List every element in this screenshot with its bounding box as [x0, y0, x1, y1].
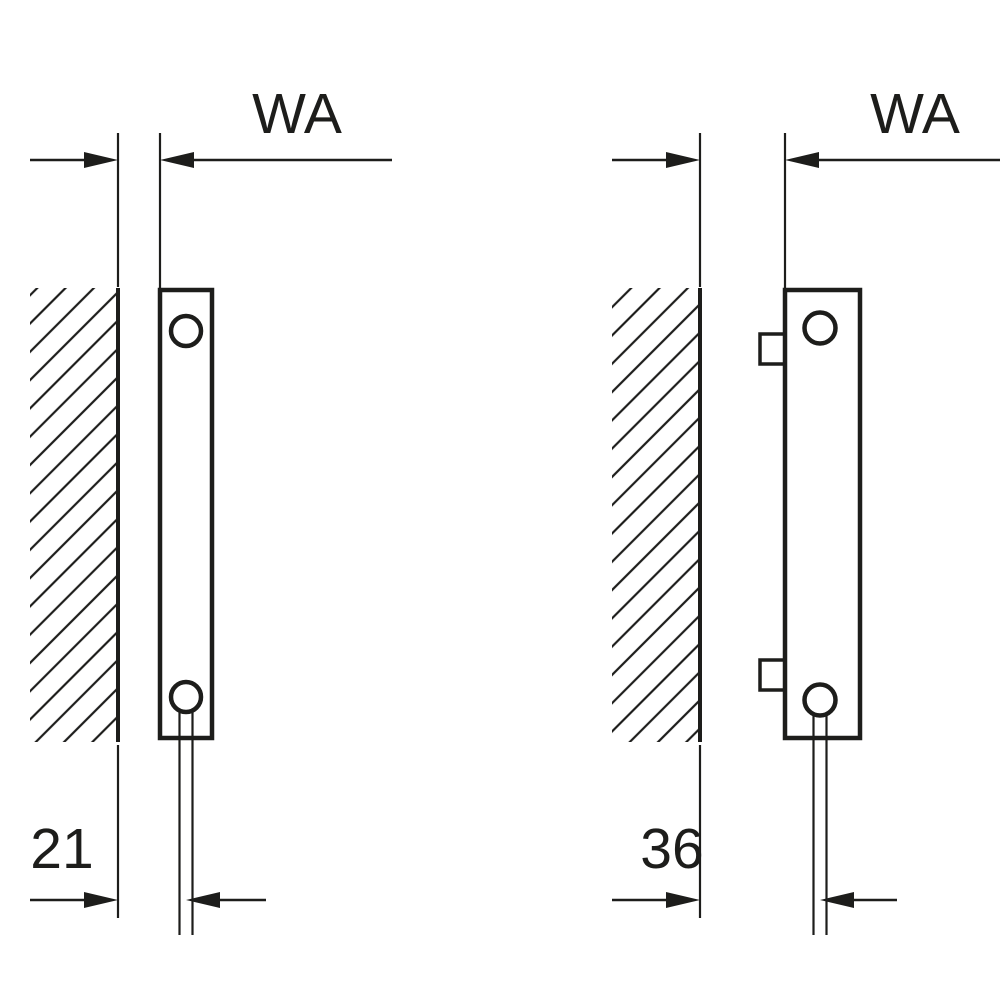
left-radiator-bottom-bushing: [168, 679, 204, 715]
right-offset-arrow-right: [820, 892, 854, 908]
left-radiator-top-bushing: [168, 313, 204, 349]
left-wa-label: WA: [252, 82, 342, 146]
left-offset-arrow-left: [84, 892, 118, 908]
left-wall-hatching: [30, 288, 118, 742]
right-bracket-bottom: [758, 658, 787, 692]
left-offset-label: 21: [30, 817, 93, 881]
left-radiator-body: [157, 287, 215, 741]
right-wall-hatching: [612, 288, 700, 742]
right-bracket-top: [758, 332, 787, 366]
left-offset-arrow-right: [186, 892, 220, 908]
right-offset-arrow-left: [666, 892, 700, 908]
right-wa-arrow-left: [666, 152, 700, 168]
right-offset-label: 36: [640, 817, 703, 881]
right-radiator-bottom-bushing: [802, 682, 838, 718]
left-wa-arrow-left: [84, 152, 118, 168]
left-wa-arrow-right: [160, 152, 194, 168]
right-radiator-top-bushing: [802, 310, 838, 346]
right-radiator-body: [782, 287, 863, 741]
left-view: WA 21: [30, 82, 392, 935]
right-wa-label: WA: [870, 82, 960, 146]
right-view: WA 36: [612, 82, 1000, 935]
right-wa-arrow-right: [785, 152, 819, 168]
